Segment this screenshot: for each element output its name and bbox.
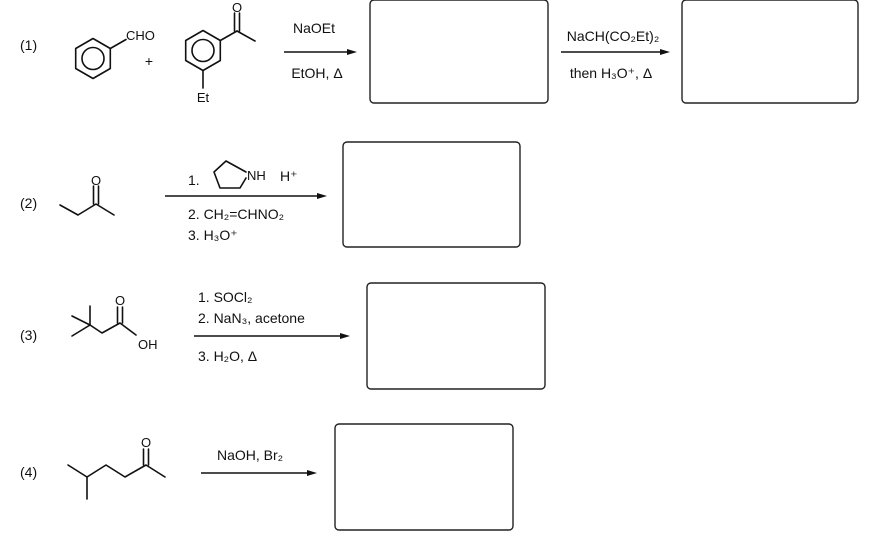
carbonyl-oxygen: O: [115, 293, 125, 308]
reagent-line1: 1. SOCl₂: [198, 289, 252, 305]
reaction-2-number: (2): [20, 195, 37, 211]
ethyl-label: Et: [197, 90, 210, 105]
answer-box-3[interactable]: [366, 282, 546, 390]
carbon-chain: [86, 464, 166, 478]
carbon-chain: [89, 322, 137, 336]
step2-arrowhead: [660, 49, 670, 55]
answer-box-2[interactable]: [342, 141, 521, 248]
reaction-2: (2) O 1. NH H⁺ 2. CH₂=CHNO₂ 3. H₃O⁺: [20, 141, 521, 248]
methyl-bond: [236, 30, 256, 42]
reaction-4-arrowhead: [307, 470, 317, 476]
reaction-1: (1) CHO + O Et NaOEt EtOH, Δ NaCH(C: [20, 0, 859, 105]
hydroxyl-label: OH: [138, 337, 158, 352]
pyrrolidine-structure: NH: [213, 160, 266, 189]
methyl-lower-left: [71, 324, 91, 337]
reaction-2-arrowhead: [317, 193, 327, 199]
carbon-chain: [59, 203, 115, 216]
acid-catalyst: H⁺: [280, 168, 298, 184]
carbonyl-oxygen: O: [141, 435, 151, 450]
butanone-structure: O: [59, 173, 115, 216]
reaction-4: (4) O NaOH, Br₂: [20, 423, 514, 531]
step1-arrowhead: [347, 49, 357, 55]
reagent-line1-number: 1.: [188, 172, 200, 188]
carbonyl-oxygen: O: [232, 0, 242, 15]
dimethylbutanoic-acid-structure: O OH: [71, 293, 158, 352]
methylhexanone-structure: O: [67, 435, 166, 500]
pyrrolidine-nh: NH: [247, 168, 266, 183]
pyrrolidine-ring: [213, 160, 247, 189]
reagent-above: NaOH, Br₂: [217, 447, 283, 463]
reagent-line2: 2. NaN₃, acetone: [198, 310, 305, 326]
plus-sign: +: [145, 53, 153, 69]
reaction-4-number: (4): [20, 464, 37, 480]
cho-bond: [109, 38, 127, 50]
reaction-3: (3) O OH 1. SOCl₂ 2. NaN₃, acetone 3. H₂…: [20, 282, 546, 390]
answer-box-1a[interactable]: [369, 0, 549, 104]
reaction-3-arrowhead: [340, 333, 350, 339]
reagent-line2: 2. CH₂=CHNO₂: [188, 206, 284, 222]
reaction-3-number: (3): [20, 327, 37, 343]
answer-box-1b[interactable]: [681, 0, 859, 104]
carbonyl-oxygen: O: [91, 173, 101, 188]
cho-label: CHO: [126, 28, 155, 43]
aromatic-circle: [81, 46, 105, 71]
answer-box-4[interactable]: [334, 423, 514, 531]
reagent-line3: 3. H₃O⁺: [188, 227, 238, 243]
reagent-line3: 3. H₂O, Δ: [198, 348, 257, 364]
benzene-ring: [184, 29, 222, 72]
aromatic-circle: [191, 38, 215, 63]
step1-reagent-below: EtOH, Δ: [291, 65, 342, 81]
methyl-branch: [67, 464, 88, 478]
benzene-ring: [74, 37, 112, 80]
methyl-left: [71, 315, 91, 326]
benzaldehyde-structure: CHO: [74, 28, 155, 80]
step1-reagent-above: NaOEt: [293, 20, 335, 36]
reaction-1-number: (1): [20, 37, 37, 53]
step2-reagent-below: then H₃O⁺, Δ: [570, 65, 652, 81]
step2-reagent-above: NaCH(CO₂Et)₂: [567, 28, 660, 44]
acyl-bond: [219, 30, 238, 42]
ethylacetophenone-structure: O Et: [184, 0, 256, 105]
